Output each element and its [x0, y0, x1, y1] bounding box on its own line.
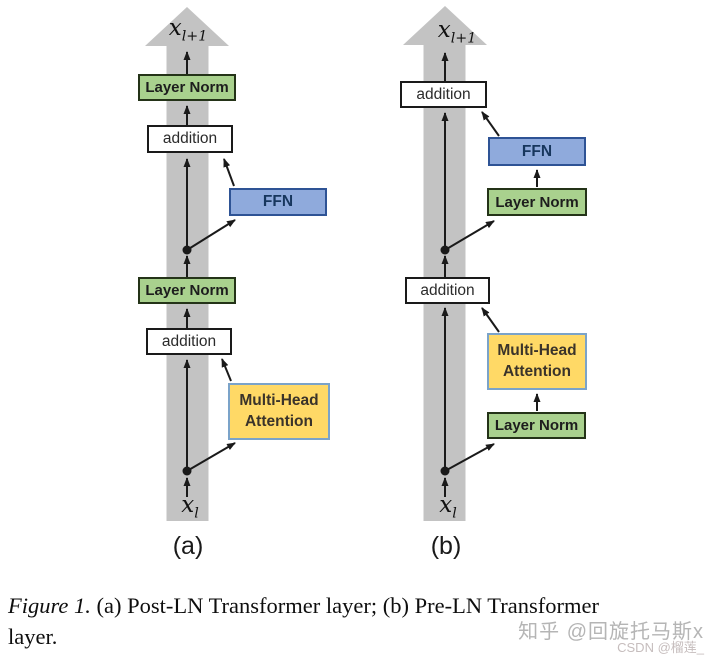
- watermark-zhihu: 知乎 @回旋托马斯x: [518, 621, 704, 643]
- caption-figure-number: Figure 1.: [8, 593, 91, 618]
- layer-norm-box-b-top: Layer Norm: [487, 188, 587, 216]
- edges-diagram-b: [440, 52, 541, 497]
- caption-line-2: layer.: [8, 624, 58, 649]
- figure-caption: Figure 1. (a) Post-LN Transformer layer;…: [8, 590, 716, 652]
- input-label-a: xl: [181, 492, 199, 522]
- attention-label: Multi-Head Attention: [497, 341, 577, 380]
- layer-norm-box-a-bottom: Layer Norm: [138, 277, 236, 304]
- addition-label: addition: [162, 130, 218, 147]
- attention-label: Multi-Head Attention: [239, 391, 319, 430]
- addition-box-b-bottom: addition: [405, 277, 490, 304]
- layer-norm-label: Layer Norm: [495, 193, 579, 211]
- addition-label: addition: [420, 281, 475, 299]
- ffn-label: FFN: [262, 193, 294, 210]
- input-label-b: xl: [439, 492, 457, 522]
- layer-norm-box-a-top: Layer Norm: [138, 74, 236, 101]
- addition-box-a-top: addition: [147, 125, 233, 153]
- multi-head-attention-box-b: Multi-Head Attention: [487, 333, 587, 390]
- subfigure-label-b: (b): [430, 532, 462, 560]
- watermark-csdn: CSDN @榴莲_: [617, 640, 704, 655]
- multi-head-attention-box-a: Multi-Head Attention: [228, 383, 330, 440]
- ffn-box-b: FFN: [488, 137, 586, 166]
- caption-line-1: Figure 1. (a) Post-LN Transformer layer;…: [8, 593, 599, 618]
- layer-norm-label: Layer Norm: [145, 282, 229, 299]
- subfigure-label-a: (a): [172, 532, 204, 560]
- output-label-b: xl+1: [437, 17, 477, 47]
- ffn-label: FFN: [521, 142, 553, 160]
- ffn-box-a: FFN: [229, 188, 327, 216]
- layer-norm-label: Layer Norm: [494, 417, 579, 434]
- edges-diagram-a: [182, 51, 236, 497]
- output-label-a: xl+1: [168, 15, 208, 45]
- layer-norm-box-b-bottom: Layer Norm: [487, 412, 586, 439]
- addition-label: addition: [161, 332, 217, 350]
- addition-box-a-bottom: addition: [146, 328, 232, 355]
- layer-norm-label: Layer Norm: [145, 79, 229, 96]
- addition-label: addition: [416, 85, 471, 103]
- addition-box-b-top: addition: [400, 81, 487, 108]
